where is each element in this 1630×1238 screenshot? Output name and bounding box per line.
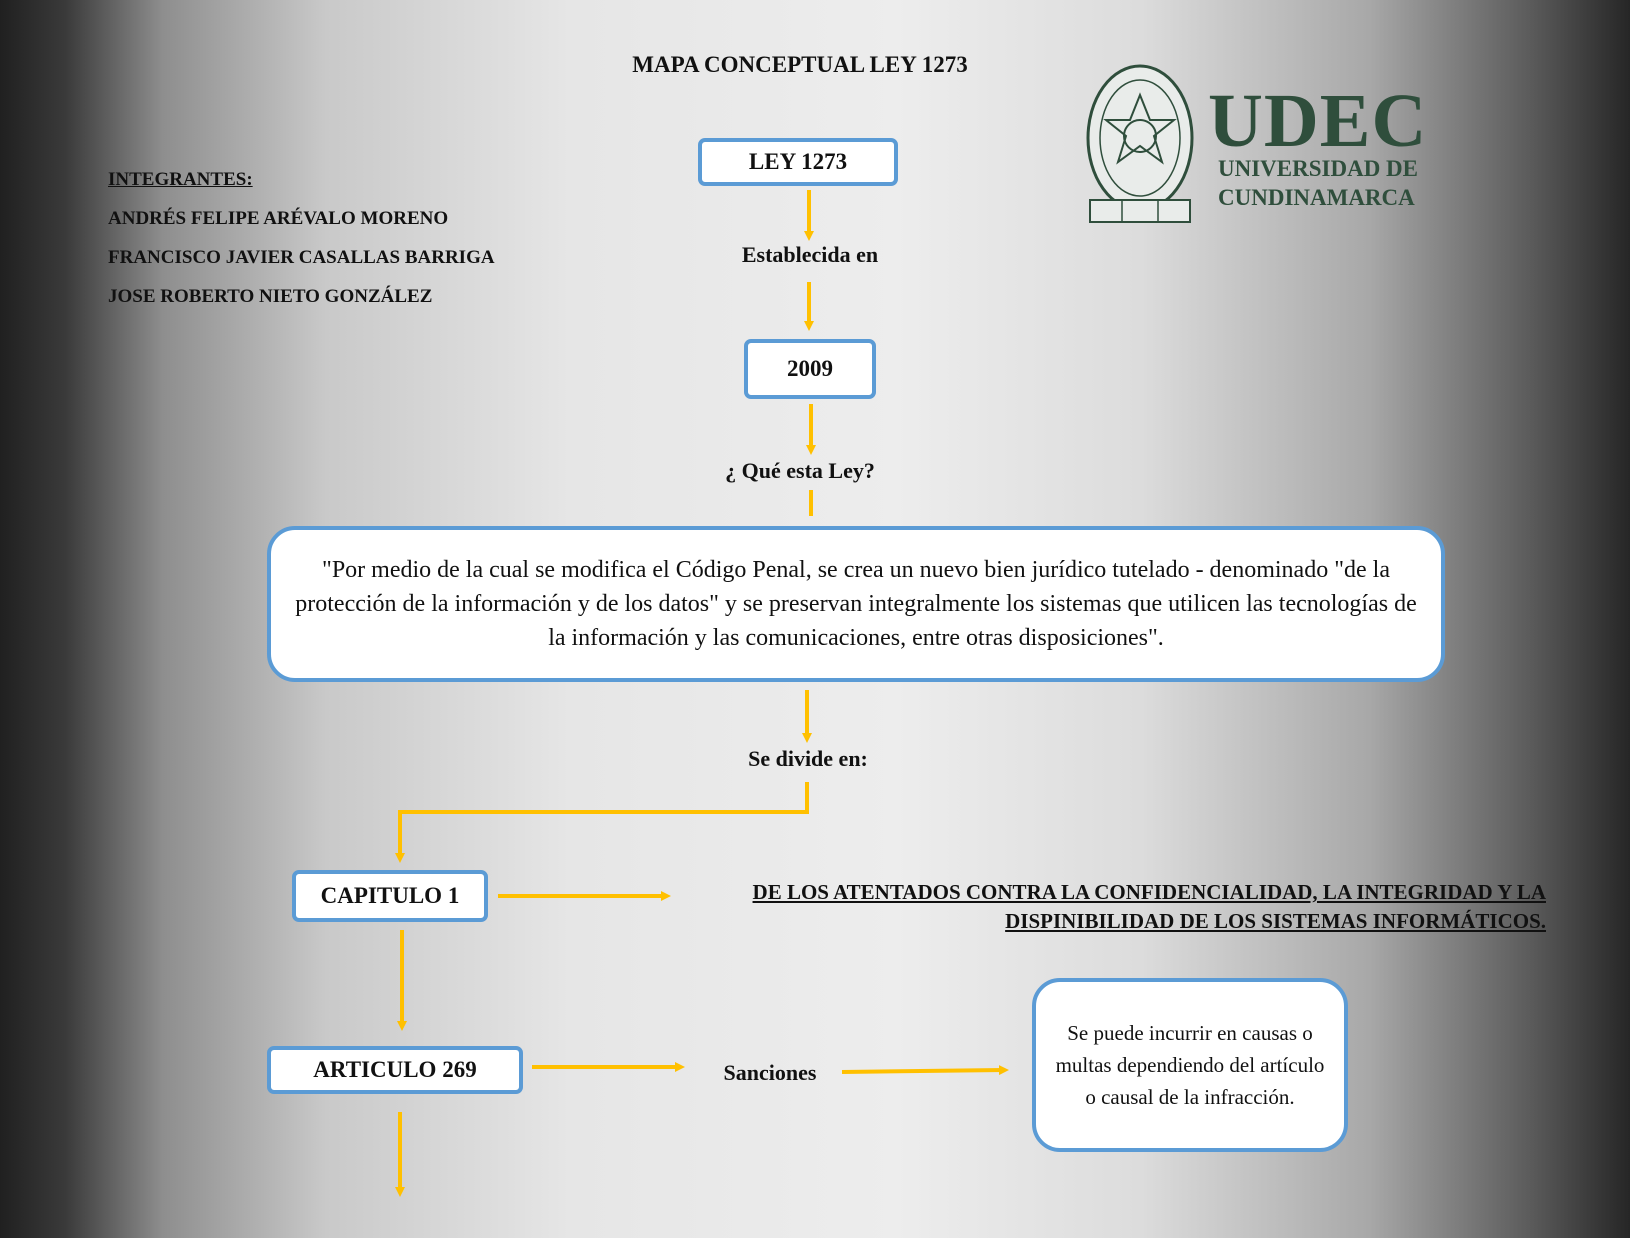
node-year: 2009 <box>744 339 876 399</box>
label-divides: Se divide en: <box>748 746 868 771</box>
logo-line-2: CUNDINAMARCA <box>1218 185 1415 210</box>
chapter-title: DE LOS ATENTADOS CONTRA LA CONFIDENCIALI… <box>752 880 1546 933</box>
label-established: Establecida en <box>741 242 879 267</box>
node-sanction-detail: Se puede incurrir en causas o multas dep… <box>1032 978 1348 1152</box>
member-name: FRANCISCO JAVIER CASALLAS BARRIGA <box>108 247 495 268</box>
logo-university-name: UNIVERSIDAD DE CUNDINAMARCA <box>1218 154 1418 212</box>
page-title: MAPA CONCEPTUAL LEY 1273 <box>632 52 968 77</box>
sanction-detail-text: Se puede incurrir en causas o multas dep… <box>1055 1021 1325 1109</box>
members-heading: INTEGRANTES: <box>108 169 253 190</box>
logo-line-1: UNIVERSIDAD DE <box>1218 156 1419 181</box>
arrow-divides-to-capitulo <box>395 782 809 863</box>
label-sanctions: Sanciones <box>723 1060 817 1085</box>
label-question: ¿ Qué esta Ley? <box>725 458 875 483</box>
university-seal-icon <box>1086 64 1194 223</box>
logo-wordmark: UDEC <box>1208 79 1428 163</box>
arrow-sanctions-to-detail <box>841 1065 1009 1076</box>
node-definition: "Por medio de la cual se modifica el Cód… <box>267 526 1445 682</box>
definition-text: "Por medio de la cual se modifica el Cód… <box>295 557 1417 651</box>
members-list: INTEGRANTES: ANDRÉS FELIPE ARÉVALO MOREN… <box>108 160 495 316</box>
member-name: ANDRÉS FELIPE ARÉVALO MORENO <box>108 208 449 229</box>
node-articulo-269: ARTICULO 269 <box>267 1046 523 1094</box>
node-capitulo-1: CAPITULO 1 <box>292 870 488 922</box>
node-ley-1273: LEY 1273 <box>698 138 898 186</box>
member-name: JOSE ROBERTO NIETO GONZÁLEZ <box>108 286 433 307</box>
